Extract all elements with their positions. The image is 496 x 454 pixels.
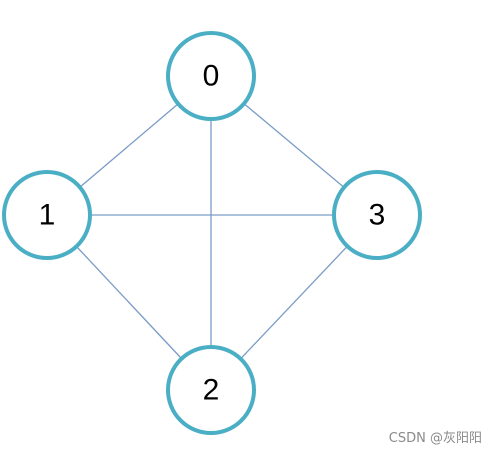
edge-2-3 <box>240 245 348 360</box>
nodes-layer: 0 1 2 3 <box>2 31 422 435</box>
node-label-3: 3 <box>369 199 386 232</box>
node-circle-0 <box>166 31 256 121</box>
node-1: 1 <box>2 170 92 260</box>
node-label-0: 0 <box>203 60 220 93</box>
node-label-1: 1 <box>39 199 56 232</box>
node-3: 3 <box>332 170 422 260</box>
node-circle-1 <box>2 170 92 260</box>
node-label-2: 2 <box>203 374 220 407</box>
node-circle-3 <box>332 170 422 260</box>
node-circle-2 <box>166 345 256 435</box>
edges-layer <box>75 103 348 360</box>
edge-0-3 <box>243 103 345 188</box>
watermark: CSDN @灰阳阳 <box>388 431 482 446</box>
node-2: 2 <box>166 345 256 435</box>
edge-0-1 <box>79 103 179 188</box>
edge-1-2 <box>75 245 183 360</box>
node-0: 0 <box>166 31 256 121</box>
